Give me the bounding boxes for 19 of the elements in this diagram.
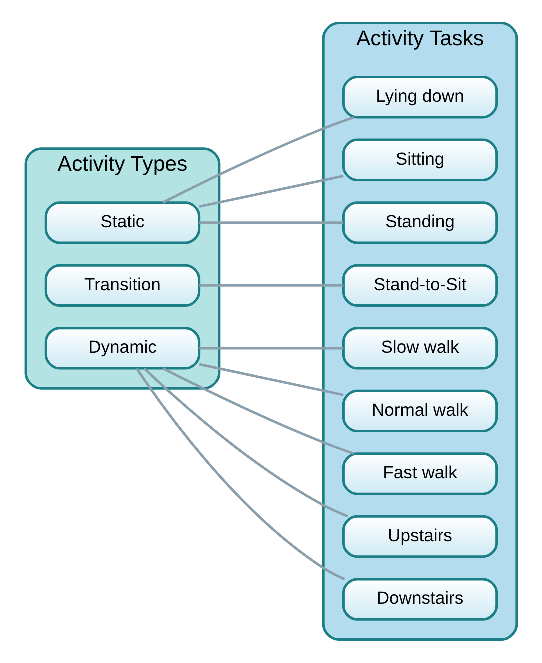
node-box: Dynamic — [44, 327, 200, 370]
connector — [199, 222, 344, 224]
connector — [143, 368, 348, 518]
node-box: Standing — [342, 202, 498, 244]
node-box: Static — [44, 202, 200, 244]
node-box: Upstairs — [342, 515, 498, 558]
connector — [199, 284, 344, 287]
connector — [199, 347, 344, 350]
connector — [162, 368, 354, 455]
connector — [162, 116, 354, 204]
node-box: Sitting — [342, 138, 498, 182]
node-box: Stand-to-Sit — [342, 264, 498, 308]
node-box: Slow walk — [342, 327, 498, 370]
node-box: Downstairs — [342, 578, 498, 621]
node-box: Lying down — [342, 76, 498, 119]
node-box: Transition — [44, 264, 200, 308]
connector — [135, 368, 345, 581]
node-box: Normal walk — [342, 390, 498, 433]
node-box: Fast walk — [342, 452, 498, 496]
